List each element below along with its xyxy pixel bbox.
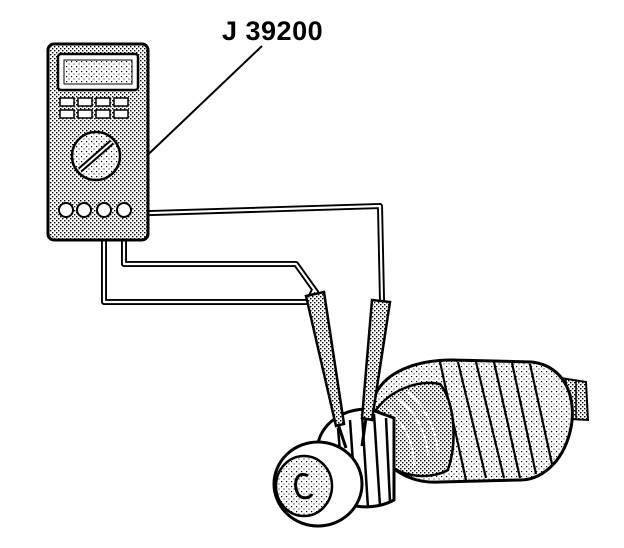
meter-input-jacks-icon (58, 202, 132, 218)
callout-leader-line (135, 45, 263, 167)
rotary-selector-dial-icon (70, 130, 122, 182)
test-probe-right-icon (360, 298, 392, 447)
meter-buttons-icon (59, 97, 129, 119)
armature-front-shaft-icon (272, 440, 364, 528)
starter-armature (272, 358, 590, 528)
test-probe-left-icon (304, 290, 348, 449)
tool-callout-label: J 39200 (222, 16, 324, 46)
digital-multimeter (46, 42, 150, 242)
